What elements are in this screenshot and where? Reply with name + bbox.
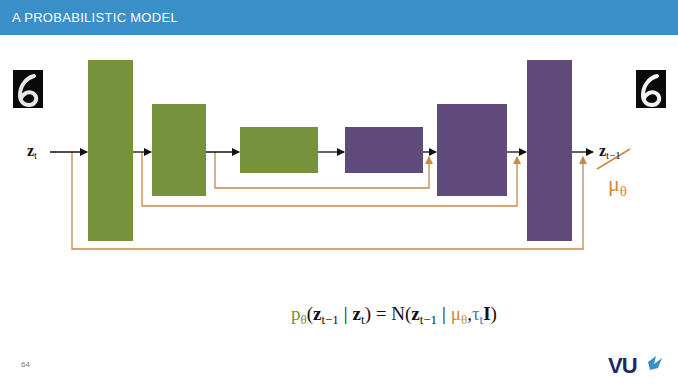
decoder-block [437, 104, 507, 196]
label-text: p [291, 303, 301, 324]
logo-bird [648, 356, 662, 370]
label-text: 64 [21, 360, 30, 369]
title-bar: A PROBABILISTIC MODEL [0, 0, 678, 35]
decoder-block [345, 127, 423, 173]
label-text: ) = N( [365, 303, 412, 324]
label-text: | [339, 303, 353, 324]
label-text: ( [307, 303, 313, 324]
label-text: t [480, 312, 484, 327]
label-text: | [437, 303, 451, 324]
label-text: VU [608, 353, 637, 378]
label-text: θ [620, 183, 627, 199]
label-text: μ [608, 171, 620, 196]
output-symbol: zt−1 [599, 141, 621, 163]
image-ground [636, 70, 666, 108]
label-text: t−1 [420, 312, 437, 327]
input-digit-image [13, 70, 43, 108]
encoder-block [88, 60, 133, 241]
encoder-block [152, 104, 206, 196]
label-text: I [483, 303, 490, 324]
label-text: θ [461, 312, 467, 327]
label-text: τ [472, 303, 480, 324]
flow-arrow [507, 151, 526, 152]
slide-title: A PROBABILISTIC MODEL [12, 10, 178, 25]
flow-arrow [50, 151, 87, 152]
label-text: t−1 [606, 149, 621, 161]
formula: pθ(zt−1|zt) = N(zt−1|μθ,τtI) [291, 303, 497, 328]
label-text: θ [301, 312, 307, 327]
input-symbol: zt [27, 141, 37, 163]
label-text: t−1 [321, 312, 338, 327]
label-text: , [467, 303, 472, 324]
flow-arrow [133, 151, 151, 152]
image-ground [13, 70, 43, 108]
label-text: ) [491, 303, 497, 324]
encoder-block [240, 127, 318, 173]
digit-six [20, 76, 36, 105]
flow-arrow [206, 151, 239, 152]
digit-six [643, 76, 659, 105]
label-text: z [599, 142, 606, 159]
flow-arrow [572, 151, 593, 152]
label-text: z [411, 303, 419, 324]
label-text: z [27, 142, 34, 159]
page-number: 64 [21, 360, 30, 370]
decoder-block [527, 60, 572, 241]
flow-arrow [423, 151, 436, 152]
label-text: t [361, 312, 365, 327]
label-text: μ [451, 303, 461, 324]
mean-symbol: μθ [608, 171, 627, 201]
output-digit-image [636, 70, 666, 108]
flow-arrow [318, 151, 344, 152]
label-text: z [313, 303, 321, 324]
logo: VU [608, 353, 637, 379]
label-text: t [34, 149, 37, 161]
label-text: z [353, 303, 361, 324]
